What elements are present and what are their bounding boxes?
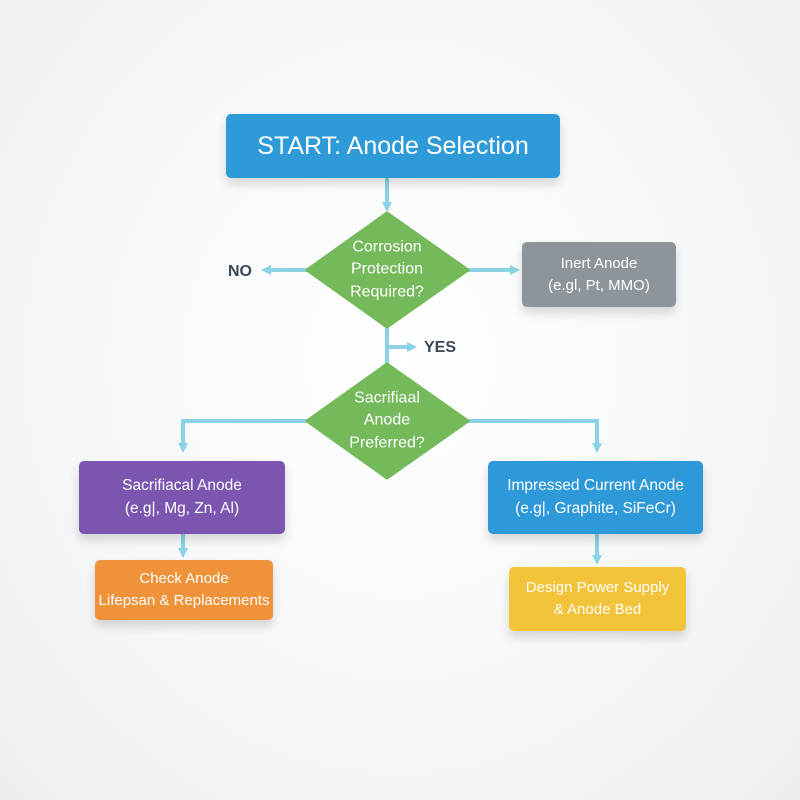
start-node-label: START: Anode Selection: [257, 131, 529, 160]
impressed-current-anode-label: Impressed Current Anode (e.g|, Graphite,…: [507, 477, 684, 517]
decision1-label: Corrosion Protection Required?: [350, 238, 424, 301]
design-power-supply-node: Design Power Supply & Anode Bed: [509, 567, 686, 631]
sacrificial-anode-label: Sacrifiacal Anode (e.g|, Mg, Zn, Al): [122, 477, 242, 517]
design-power-supply-label: Design Power Supply & Anode Bed: [525, 579, 670, 618]
check-anode-label: Check Anode Lifepsan & Replacements: [98, 570, 270, 609]
decision2-label: Sacrifiaal Anode Preferred?: [349, 389, 425, 452]
yes-branch-label: YES: [424, 339, 457, 356]
sacrificial-anode-node: Sacrifiacal Anode (e.g|, Mg, Zn, Al): [79, 461, 285, 534]
decision-diamond-corrosion: [305, 211, 470, 329]
no-branch-label: NO: [228, 263, 252, 280]
inert-anode-label: Inert Anode (e.gl, Pt, MMO): [548, 254, 650, 294]
connector-decision2-to-sacrificial: [178, 419, 307, 453]
impressed-current-anode-node: Impressed Current Anode (e.g|, Graphite,…: [488, 461, 703, 534]
inert-anode-node: Inert Anode (e.gl, Pt, MMO): [522, 242, 676, 307]
start-node: START: Anode Selection: [226, 114, 560, 178]
decision-diamond-sacrificial: [305, 362, 470, 480]
connector-decision2-to-impressed: [468, 419, 602, 453]
check-anode-node: Check Anode Lifepsan & Replacements: [95, 560, 273, 620]
